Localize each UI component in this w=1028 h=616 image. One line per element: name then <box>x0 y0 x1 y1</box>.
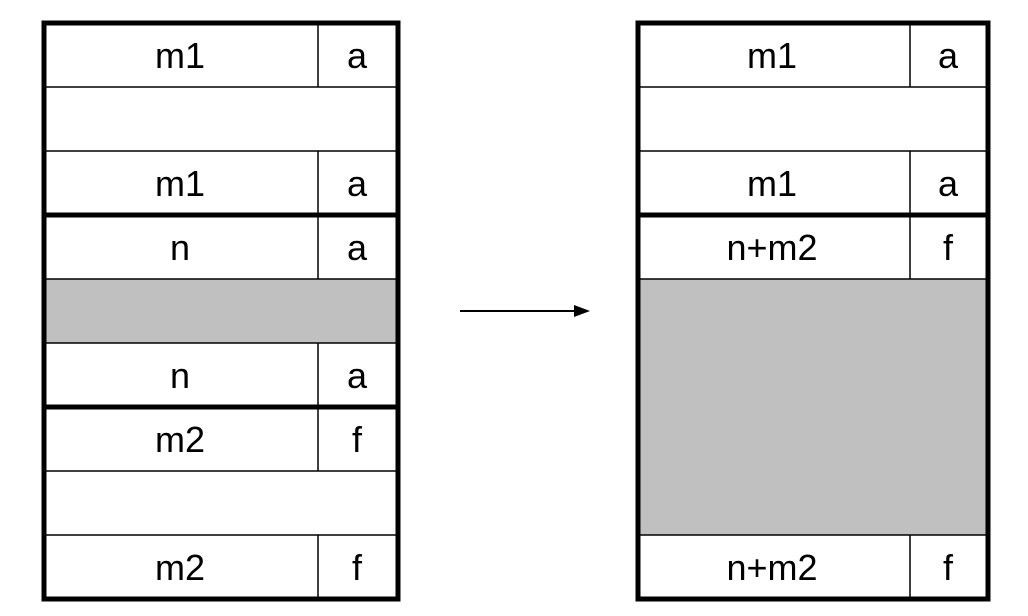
before-n-footer-size: n <box>170 355 190 396</box>
right-arrow-icon <box>460 305 590 317</box>
before-m2-header-flag: f <box>352 419 363 460</box>
after-block-coalesced-payload <box>638 279 988 535</box>
before-m1-footer-size: m1 <box>155 163 205 204</box>
before-row-separators <box>44 86 398 536</box>
after-stack: m1 a m1 a n+m2 f n+m2 f <box>635 20 991 602</box>
before-m2-footer-size: m2 <box>155 547 205 588</box>
after-outer-frame <box>635 20 991 602</box>
before-block-boundaries <box>44 212 398 410</box>
before-n-header-flag: a <box>347 227 368 268</box>
after-m1-header-size: m1 <box>747 35 797 76</box>
before-n-footer-flag: a <box>347 355 368 396</box>
after-m1-footer-flag: a <box>938 163 959 204</box>
before-block-n-payload <box>44 279 398 343</box>
before-stack: m1 a m1 a n a n a m2 f m2 f <box>41 20 401 602</box>
after-row-separators <box>638 86 988 536</box>
after-coalesced-footer-size: n+m2 <box>726 547 817 588</box>
before-m2-footer-flag: f <box>352 547 363 588</box>
after-coalesced-header-size: n+m2 <box>726 227 817 268</box>
before-m1-footer-flag: a <box>347 163 368 204</box>
after-m1-header-flag: a <box>938 35 959 76</box>
before-m1-header-size: m1 <box>155 35 205 76</box>
before-outer-frame <box>41 20 401 602</box>
after-coalesced-header-flag: f <box>943 227 954 268</box>
after-m1-footer-size: m1 <box>747 163 797 204</box>
before-m2-header-size: m2 <box>155 419 205 460</box>
before-m1-header-flag: a <box>347 35 368 76</box>
before-n-header-size: n <box>170 227 190 268</box>
after-coalesced-footer-flag: f <box>943 547 954 588</box>
